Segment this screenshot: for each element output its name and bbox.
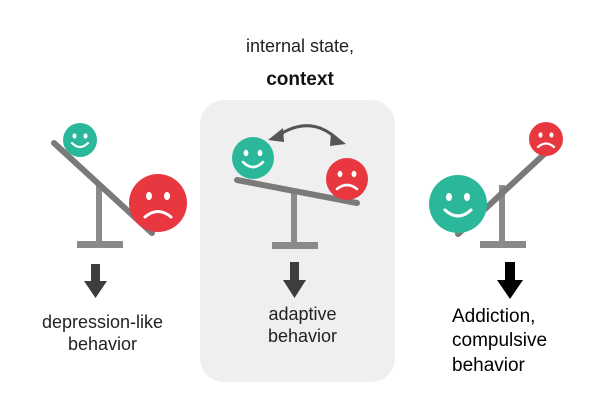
happy-face-icon <box>232 137 274 179</box>
left-caption: depression-like behavior <box>10 312 195 356</box>
happy-face-icon <box>63 123 97 157</box>
right-pivot-base <box>480 241 526 248</box>
middle-caption-line: behavior <box>267 325 338 346</box>
middle-caption: adaptive behavior <box>210 304 395 348</box>
right-caption: Addiction, compulsive behavior <box>452 305 598 378</box>
down-arrow-icon <box>497 262 523 299</box>
middle-caption-line: adaptive <box>268 304 337 324</box>
sad-face-icon <box>129 174 187 232</box>
middle-seesaw <box>232 124 368 298</box>
right-seesaw <box>429 122 563 299</box>
middle-pivot-stand <box>291 190 297 244</box>
sad-face-icon <box>529 122 563 156</box>
context-label-line2: context <box>266 69 334 90</box>
happy-face-icon <box>429 175 487 233</box>
sad-face-icon <box>326 158 368 200</box>
right-pivot-stand <box>499 185 505 243</box>
left-pivot-base <box>77 241 123 248</box>
left-caption-line: behavior <box>67 333 138 354</box>
right-caption-line: Addiction, <box>452 306 536 327</box>
left-seesaw <box>51 123 187 298</box>
left-caption-line: depression-like <box>41 312 164 332</box>
right-caption-line: behavior <box>452 354 525 376</box>
curved-double-arrow-icon <box>268 124 346 146</box>
middle-pivot-base <box>272 242 318 249</box>
context-label-line1: internal state, <box>245 36 355 56</box>
left-pivot-stand <box>96 185 102 243</box>
down-arrow-icon <box>84 264 107 298</box>
down-arrow-icon <box>283 262 306 298</box>
right-caption-line: compulsive <box>452 330 548 352</box>
middle-beam <box>234 177 360 206</box>
